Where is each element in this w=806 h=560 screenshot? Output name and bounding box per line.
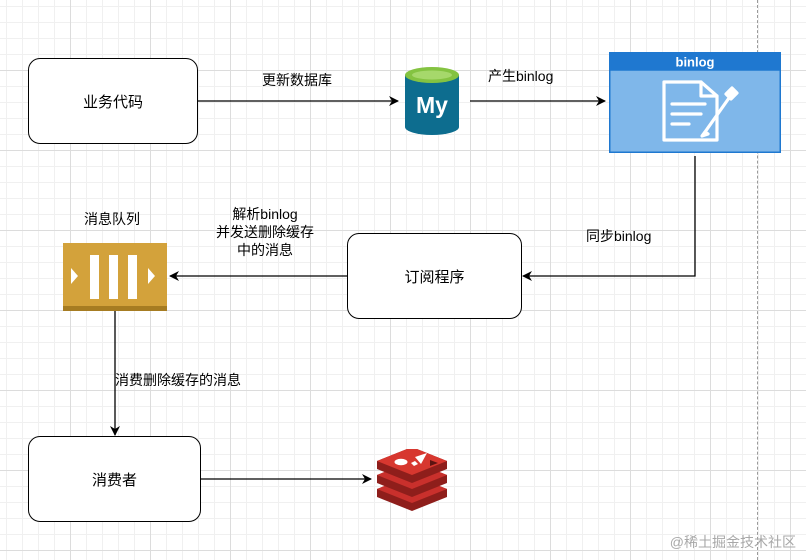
redis-cache-icon xyxy=(375,447,449,511)
message-queue-icon xyxy=(63,243,167,311)
parse-line-3: 中的消息 xyxy=(237,242,293,258)
edge-label-parse-binlog: 解析binlog 并发送删除缓存 中的消息 xyxy=(198,205,332,259)
business-code-label: 业务代码 xyxy=(82,93,143,111)
edge-label-produce-binlog: 产生binlog xyxy=(488,68,554,84)
binlog-title: binlog xyxy=(676,55,715,70)
subscriber-label: 订阅程序 xyxy=(404,268,465,286)
edge-label-consume-message: 消费删除缓存的消息 xyxy=(115,372,241,388)
edge-label-sync-binlog: 同步binlog xyxy=(586,228,652,244)
edge-binlog-to-subscriber xyxy=(522,156,696,281)
parse-line-2: 并发送删除缓存 xyxy=(216,224,314,240)
mysql-database-icon: My xyxy=(403,65,461,137)
message-queue-label: 消息队列 xyxy=(84,211,140,227)
dashed-guide-line xyxy=(757,0,758,560)
parse-line-1: 解析binlog xyxy=(232,206,298,222)
subscriber-box[interactable]: 订阅程序 xyxy=(347,233,522,319)
watermark: @稀土掘金技术社区 xyxy=(669,534,796,550)
business-code-box[interactable]: 业务代码 xyxy=(28,58,198,144)
edge-label-update-db: 更新数据库 xyxy=(262,72,332,88)
consumer-label: 消费者 xyxy=(91,471,137,489)
binlog-box[interactable]: binlog xyxy=(609,52,781,153)
consumer-box[interactable]: 消费者 xyxy=(28,436,201,522)
document-edit-icon xyxy=(662,80,739,142)
mysql-logo-text: My xyxy=(416,92,448,118)
